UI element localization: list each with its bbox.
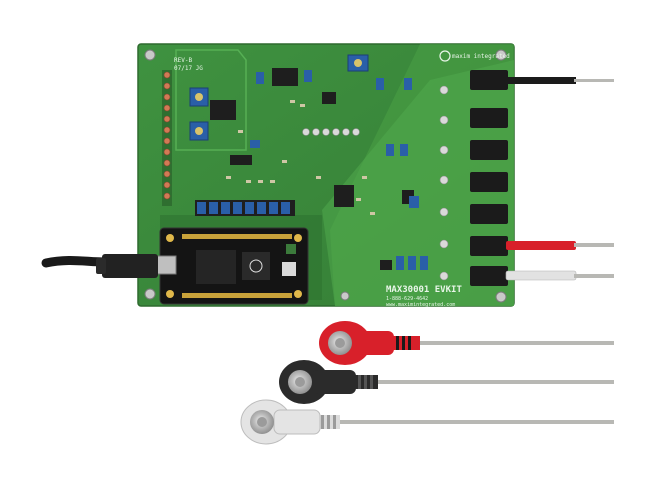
red-cable — [506, 241, 614, 250]
revision-label: REV-B — [174, 57, 192, 64]
test-point-column — [162, 70, 172, 206]
usb-cable — [41, 254, 158, 278]
url-label: www.maximintegrated.com — [386, 302, 455, 308]
electrode-lead-red — [319, 321, 614, 365]
mounting-holes — [144, 49, 507, 303]
feather-mcu-board — [155, 227, 309, 305]
jumper-row — [195, 200, 295, 216]
model-label: MAX30001 EVKIT — [386, 285, 462, 295]
potentiometers — [189, 54, 369, 141]
brand-label: maxim integrated — [452, 53, 510, 60]
maxim-logo-icon — [439, 50, 451, 62]
electrode-lead-black — [279, 360, 614, 404]
white-cable — [505, 270, 614, 281]
electrode-lead-white — [240, 399, 614, 445]
electrode-connectors — [470, 70, 614, 286]
components — [195, 68, 449, 281]
date-label: 07/17 JG — [174, 65, 203, 72]
phone-label: 1-888-629-4642 — [386, 296, 428, 302]
